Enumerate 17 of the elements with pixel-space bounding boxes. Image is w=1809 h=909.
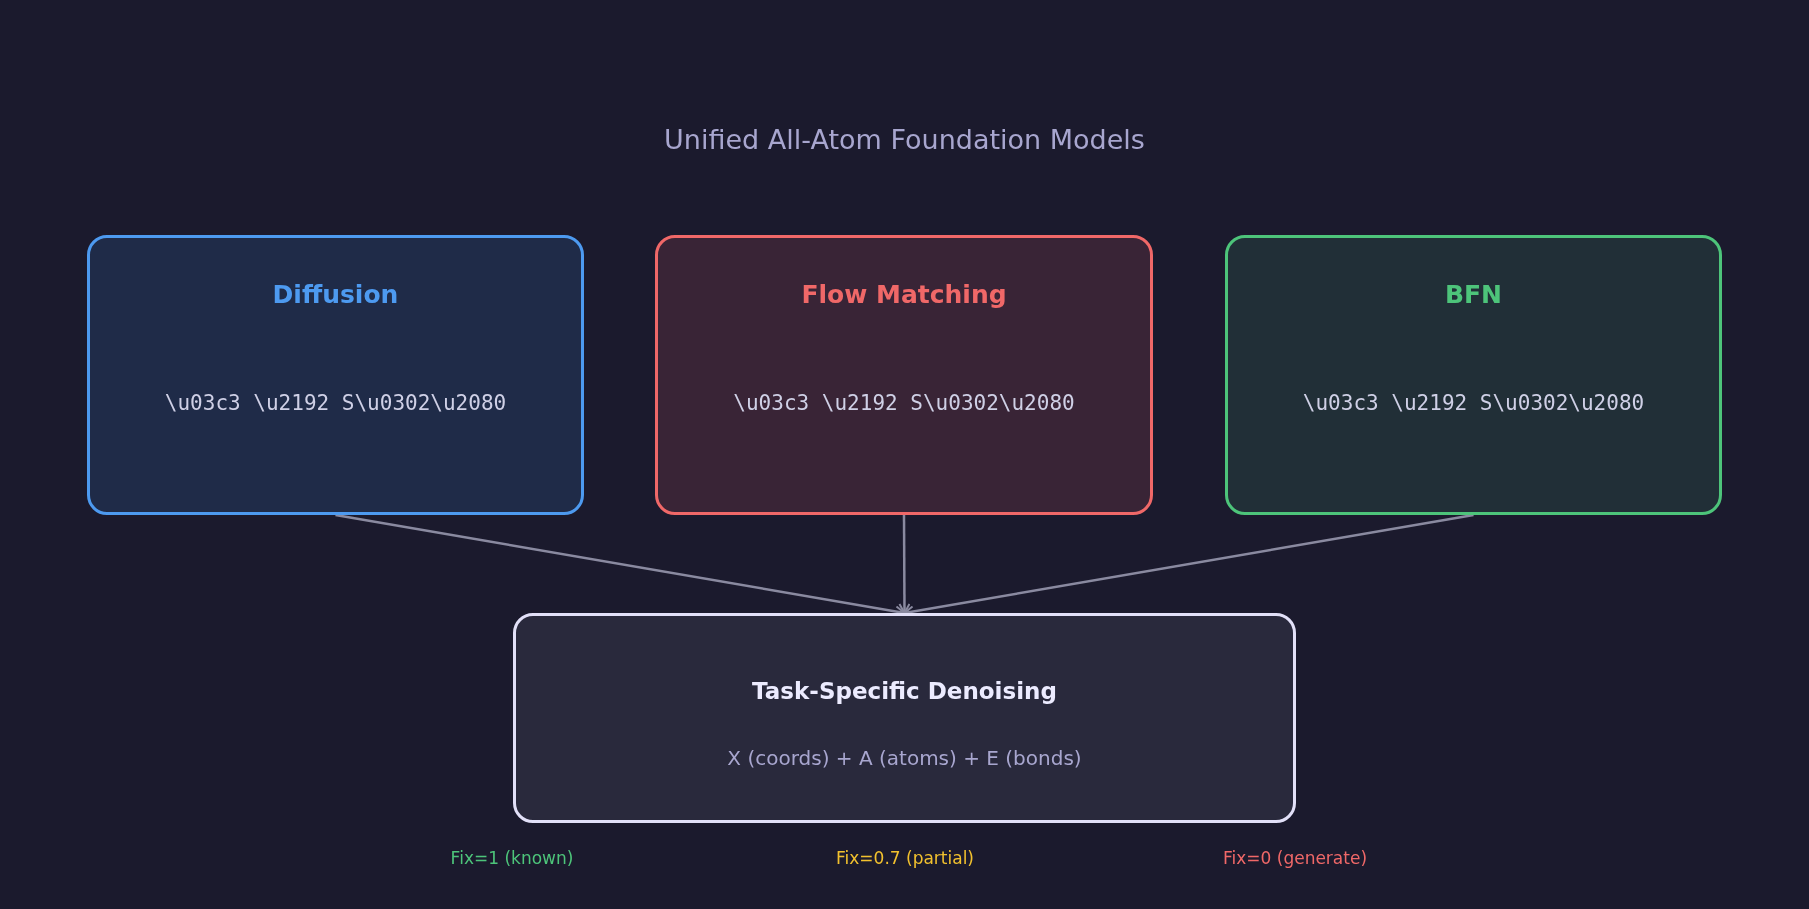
method-box (87, 235, 584, 515)
method-box (655, 235, 1153, 515)
formula-text: \u03c3 \u2192 S\u0302\u2080 (1302, 391, 1645, 415)
fix-label: Fix=1 (known) (450, 848, 574, 868)
process-box (513, 613, 1296, 823)
fix-label: Fix=0.7 (partial) (836, 848, 974, 868)
box-title: Diffusion (272, 280, 399, 309)
box-title: BFN (1444, 280, 1503, 309)
box-description: X (coords) + A (atoms) + E (bonds) (727, 746, 1082, 770)
box-title: Task-Specific Denoising (752, 678, 1057, 704)
formula-text: \u03c3 \u2192 S\u0302\u2080 (733, 391, 1075, 415)
formula-text: \u03c3 \u2192 S\u0302\u2080 (164, 391, 507, 415)
arrow (898, 515, 911, 614)
method-box (1225, 235, 1722, 515)
box-title: Flow Matching (801, 280, 1007, 309)
fix-label: Fix=0 (generate) (1222, 848, 1368, 868)
subtitle: Unified All-Atom Foundation Models (663, 124, 1146, 155)
